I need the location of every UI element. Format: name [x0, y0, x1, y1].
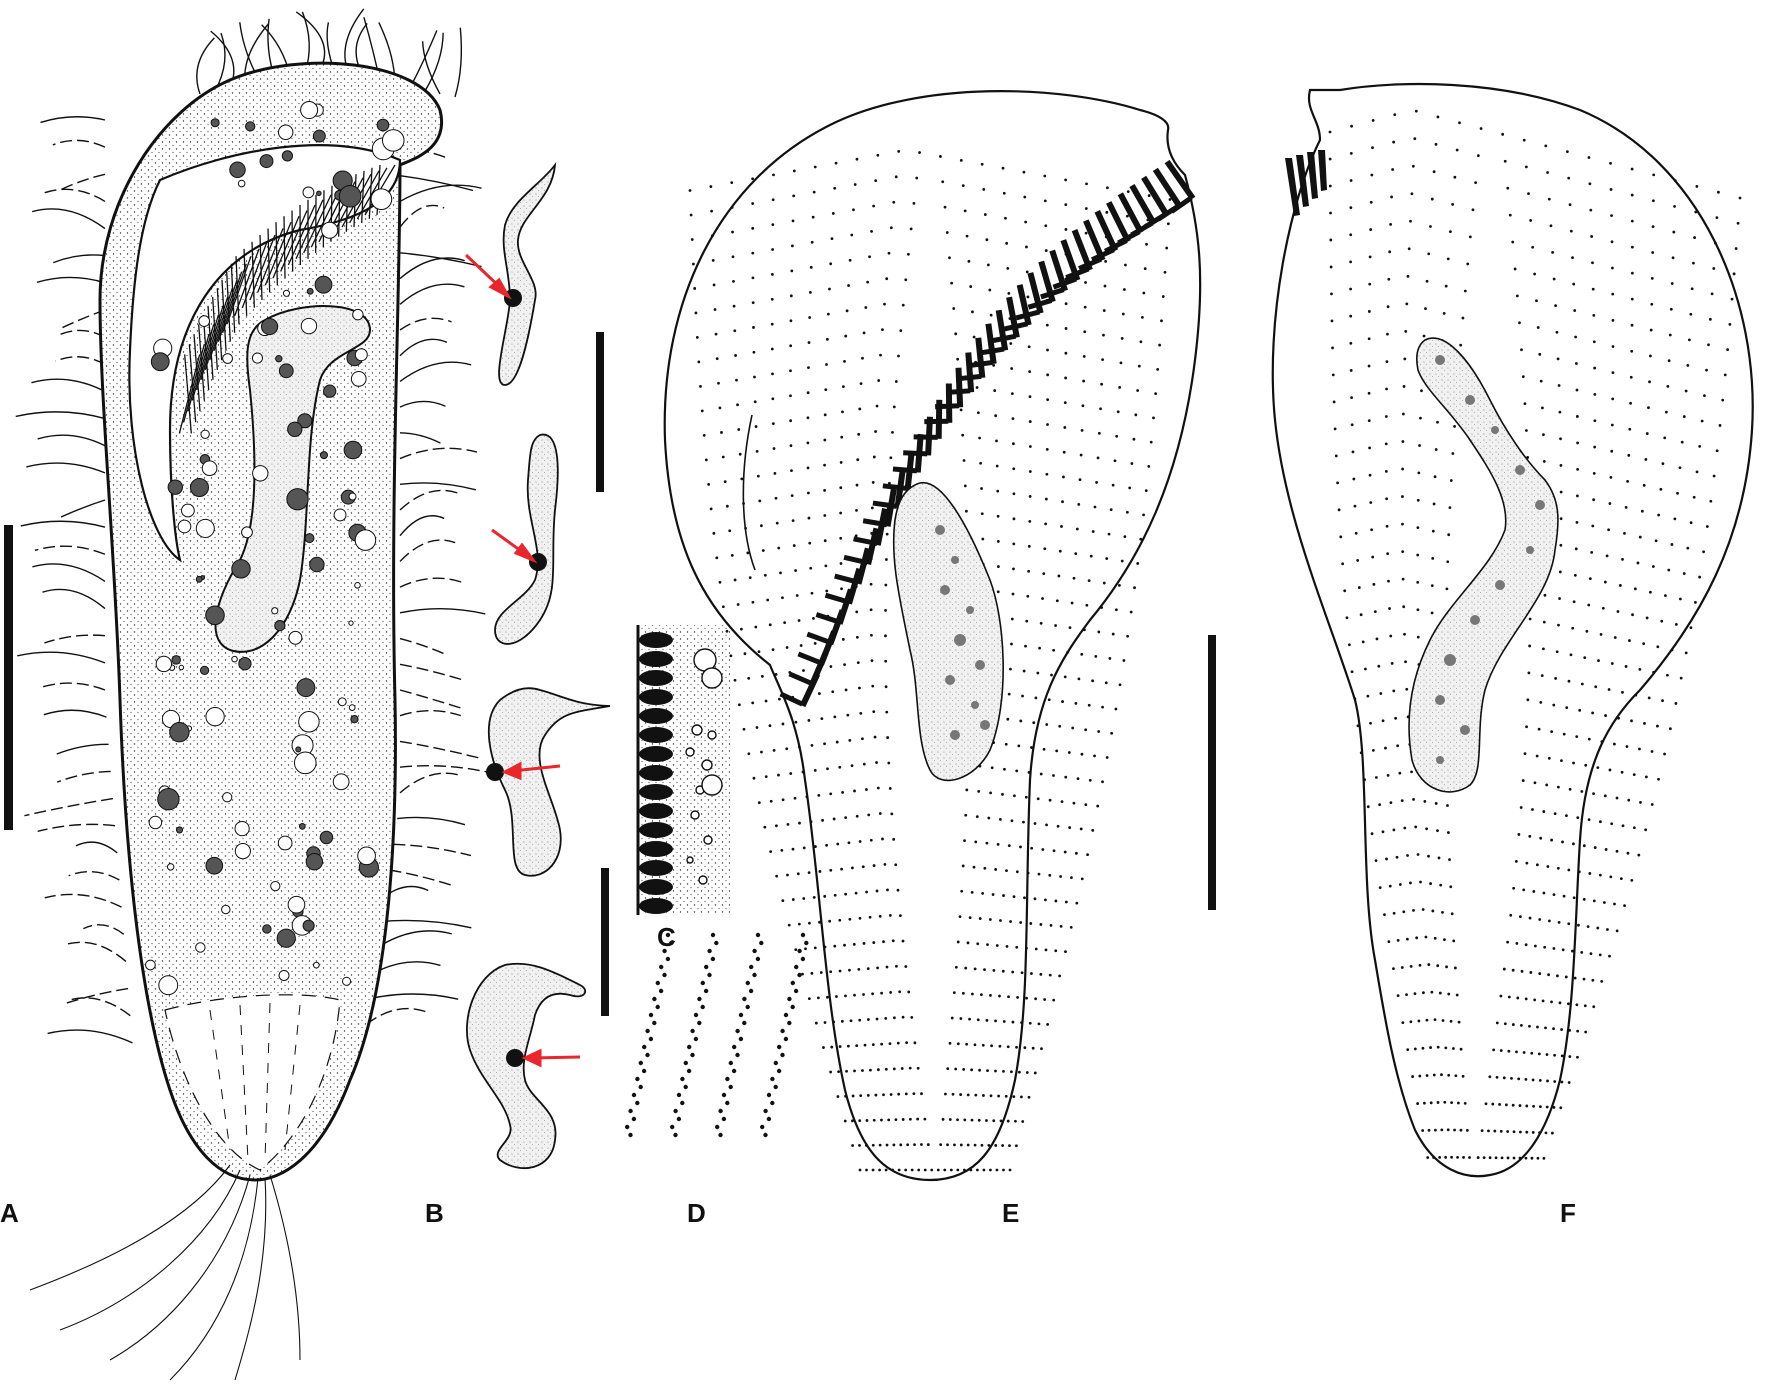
panel-f-nucleoli	[1435, 355, 1545, 764]
panel-e-nucleoli	[935, 525, 990, 740]
panel-b-micronucleus-1	[504, 289, 522, 307]
panel-label-f: F	[1560, 1198, 1576, 1228]
panel-c-scale-bar	[601, 868, 609, 1016]
panel-a-caudal-region	[164, 994, 341, 1171]
panel-a-inclusions	[145, 100, 405, 996]
panel-b-nucleus-2	[494, 433, 559, 645]
panel-b-scale-bar	[596, 332, 604, 492]
panel-e-drawing	[663, 90, 1202, 1182]
panel-b-nucleus-1	[498, 161, 557, 386]
panel-f-membranelles	[1285, 150, 1327, 216]
panel-label-a: A	[0, 1198, 19, 1228]
panel-a-oral-groove	[128, 144, 402, 563]
arrow-icon	[464, 253, 581, 1068]
panel-f-drawing	[1271, 82, 1754, 1178]
panel-e-membranelles	[779, 159, 1196, 708]
panel-b-nucleus-4	[466, 962, 587, 1169]
panel-a-membranelles	[178, 164, 396, 434]
panel-b-nucleus-3	[487, 687, 611, 877]
panel-c-drawing	[636, 625, 730, 915]
panel-a-caudal-cilia	[29, 1164, 301, 1381]
panel-e-kineties	[688, 149, 1172, 1172]
panel-a-caudal-lines	[209, 1002, 301, 1161]
panel-label-e: E	[1002, 1198, 1019, 1228]
panel-b-nuclei	[466, 161, 611, 1169]
panel-d-kineties	[625, 932, 809, 1138]
panel-label-d: D	[687, 1198, 706, 1228]
panel-b-micronucleus-3	[486, 763, 504, 781]
panel-label-c: C	[657, 922, 676, 952]
panel-c-granules	[685, 648, 723, 885]
panel-a-cilia	[15, 8, 490, 1044]
panel-f-scale-bar	[1208, 635, 1216, 910]
panel-b-micronucleus-2	[529, 553, 547, 571]
panel-c-cirri	[639, 632, 673, 914]
panel-f-macronucleus	[1408, 337, 1559, 793]
panel-label-b: B	[425, 1198, 444, 1228]
panel-f-kineties	[1328, 109, 1742, 1160]
panel-b-micronucleus-4	[506, 1049, 524, 1067]
panel-a-drawing	[15, 8, 490, 1381]
panel-a-scale-bar	[4, 525, 13, 830]
panel-e-paroral-line	[742, 414, 756, 571]
